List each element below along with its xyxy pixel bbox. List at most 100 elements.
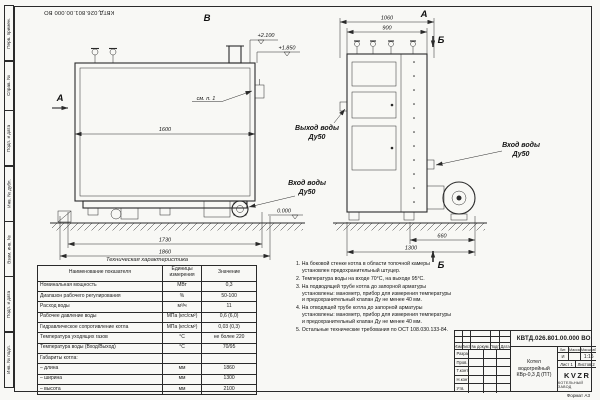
- side-view: А: [295, 9, 540, 271]
- role-label: Утв.: [455, 384, 469, 393]
- section-label: Б: [438, 35, 445, 46]
- dim-side-top-overall: 1060: [381, 16, 394, 22]
- role-row: Н.контр.: [455, 375, 510, 385]
- spec-cell: °С: [161, 342, 203, 355]
- water-outlet-text: Выход воды: [295, 124, 339, 132]
- spec-cell: – высота: [37, 384, 163, 396]
- see-note-callout: см. п. 1: [192, 90, 253, 102]
- mass-header: Масса: [569, 347, 581, 352]
- inlet-flange: [203, 200, 249, 218]
- ground-hatch: [333, 222, 487, 231]
- water-inlet-text: Вход воды: [502, 141, 540, 149]
- water-inlet-callout-side: Вход воды Ду50: [435, 141, 540, 166]
- valve-icon: [370, 40, 376, 54]
- spec-table-title: Техническая характеристика: [105, 257, 189, 263]
- bolt-row: [413, 61, 415, 203]
- water-outlet-callout: Выход воды Ду50: [295, 108, 346, 141]
- ground-hatch: [50, 222, 305, 231]
- note-item: 1. На боковой стенке котла в области топ…: [296, 261, 430, 274]
- inlet-flange-side: [426, 159, 435, 170]
- spec-cell: 2100: [201, 384, 257, 396]
- spec-cell: Температура уходящих газов: [37, 332, 163, 344]
- spec-header: Значение: [201, 264, 257, 282]
- dim-front-base: 1730: [159, 238, 172, 244]
- tb-header-cell: Лист: [463, 343, 471, 349]
- gost-side-strip: Перв. примен. Справ. № Подп. и дата Инв.…: [3, 5, 14, 392]
- spec-cell: [201, 352, 257, 365]
- view-arrow-a: А: [52, 93, 69, 111]
- level-top: +2.100: [258, 33, 276, 39]
- valve-icon: [388, 40, 394, 54]
- role-label: Н.контр.: [456, 375, 469, 384]
- product-name-line1: Котел водогрейный: [518, 358, 550, 372]
- spec-row: Габариты котла:: [37, 352, 257, 365]
- role-row: Пров.: [455, 358, 510, 368]
- title-block: Изм. Лист № докум. Подп. Дата Разраб. Пр…: [454, 330, 597, 393]
- tb-header-cell: № докум.: [471, 343, 492, 349]
- spec-cell: мм: [161, 373, 203, 386]
- spec-cell: Расход воды: [37, 301, 163, 313]
- spec-cell: Номинальная мощность: [37, 280, 163, 292]
- role-label: Т.контр.: [456, 367, 469, 375]
- spec-cell: не более 220: [201, 332, 257, 344]
- spec-cell: 0,6 (6,0): [201, 311, 257, 323]
- mass-value: [569, 353, 581, 360]
- valve-icon: [354, 40, 360, 54]
- spec-cell: м³/ч: [161, 301, 203, 313]
- outlet-flange: [339, 101, 348, 112]
- spec-cell: 70/95: [201, 342, 257, 355]
- role-label: Разраб.: [456, 350, 469, 358]
- spec-cell: Гидравлическое сопротивление котла: [37, 321, 163, 334]
- change-row: [455, 337, 510, 343]
- spec-cell: Температура воды (Вход/Выход): [37, 342, 163, 355]
- lit-header: Лит.: [558, 347, 569, 352]
- water-inlet-callout-front: Вход воды Ду50: [248, 179, 326, 208]
- dim-front-width: 1600: [159, 127, 172, 133]
- note-item: 2. Температура воды на входе 70°С, на вы…: [296, 275, 425, 282]
- dim-side-overall: 1300: [405, 246, 418, 252]
- note-item: 4. На отводящей трубе котла до запорной …: [296, 305, 452, 325]
- see-note-text: см. п. 1: [197, 96, 216, 102]
- water-outlet-dn: Ду50: [308, 134, 326, 141]
- spec-cell: %: [161, 290, 203, 303]
- spec-header: Единицы измерения: [161, 264, 203, 282]
- pump-unit: [110, 207, 139, 220]
- level-mid: +1.850: [279, 46, 297, 52]
- spec-cell: – ширина: [37, 373, 163, 386]
- note-item: 5. Остальные технические требования по О…: [296, 326, 449, 333]
- tb-header-cell: Изм.: [455, 343, 463, 349]
- spec-row: Диапазон рабочего регулирования%50-100: [37, 290, 257, 303]
- level-zero: 0.000: [277, 209, 292, 215]
- valve-icon: [109, 47, 117, 63]
- note-item: 3. На подводящей трубе котла до запорной…: [296, 283, 452, 304]
- spec-cell: МВт: [161, 280, 203, 292]
- front-view-label: В: [204, 13, 211, 24]
- dim-side-top: 900: [382, 26, 392, 32]
- water-inlet-text: Вход воды: [288, 179, 326, 187]
- scale-header: Масштаб: [581, 347, 597, 352]
- spec-cell: – длина: [37, 363, 163, 375]
- doc-code: КВТД.026.801.00.000 ВО: [511, 331, 597, 347]
- spec-cell: 1300: [201, 373, 257, 386]
- spec-cell: мм: [161, 363, 203, 375]
- product-name-line2: КВр-0,3 Д (ПТ): [516, 372, 552, 379]
- dim-side-bottom: 660: [437, 234, 447, 240]
- water-inlet-dn: Ду50: [512, 151, 530, 158]
- side-view-label: А: [420, 9, 428, 20]
- company-name: КОТЕЛЬНЫЙ ЗАВОД: [558, 380, 584, 389]
- title-block-left: Изм. Лист № докум. Подп. Дата Разраб. Пр…: [455, 331, 511, 393]
- spec-cell: Габариты котла:: [37, 352, 163, 365]
- format-label: Формат А3: [566, 393, 590, 398]
- spec-cell: 11: [201, 301, 257, 313]
- notes-block: 1. На боковой стенке котла в области топ…: [296, 261, 453, 335]
- change-row: [455, 331, 510, 337]
- safety-nozzle: [254, 79, 265, 99]
